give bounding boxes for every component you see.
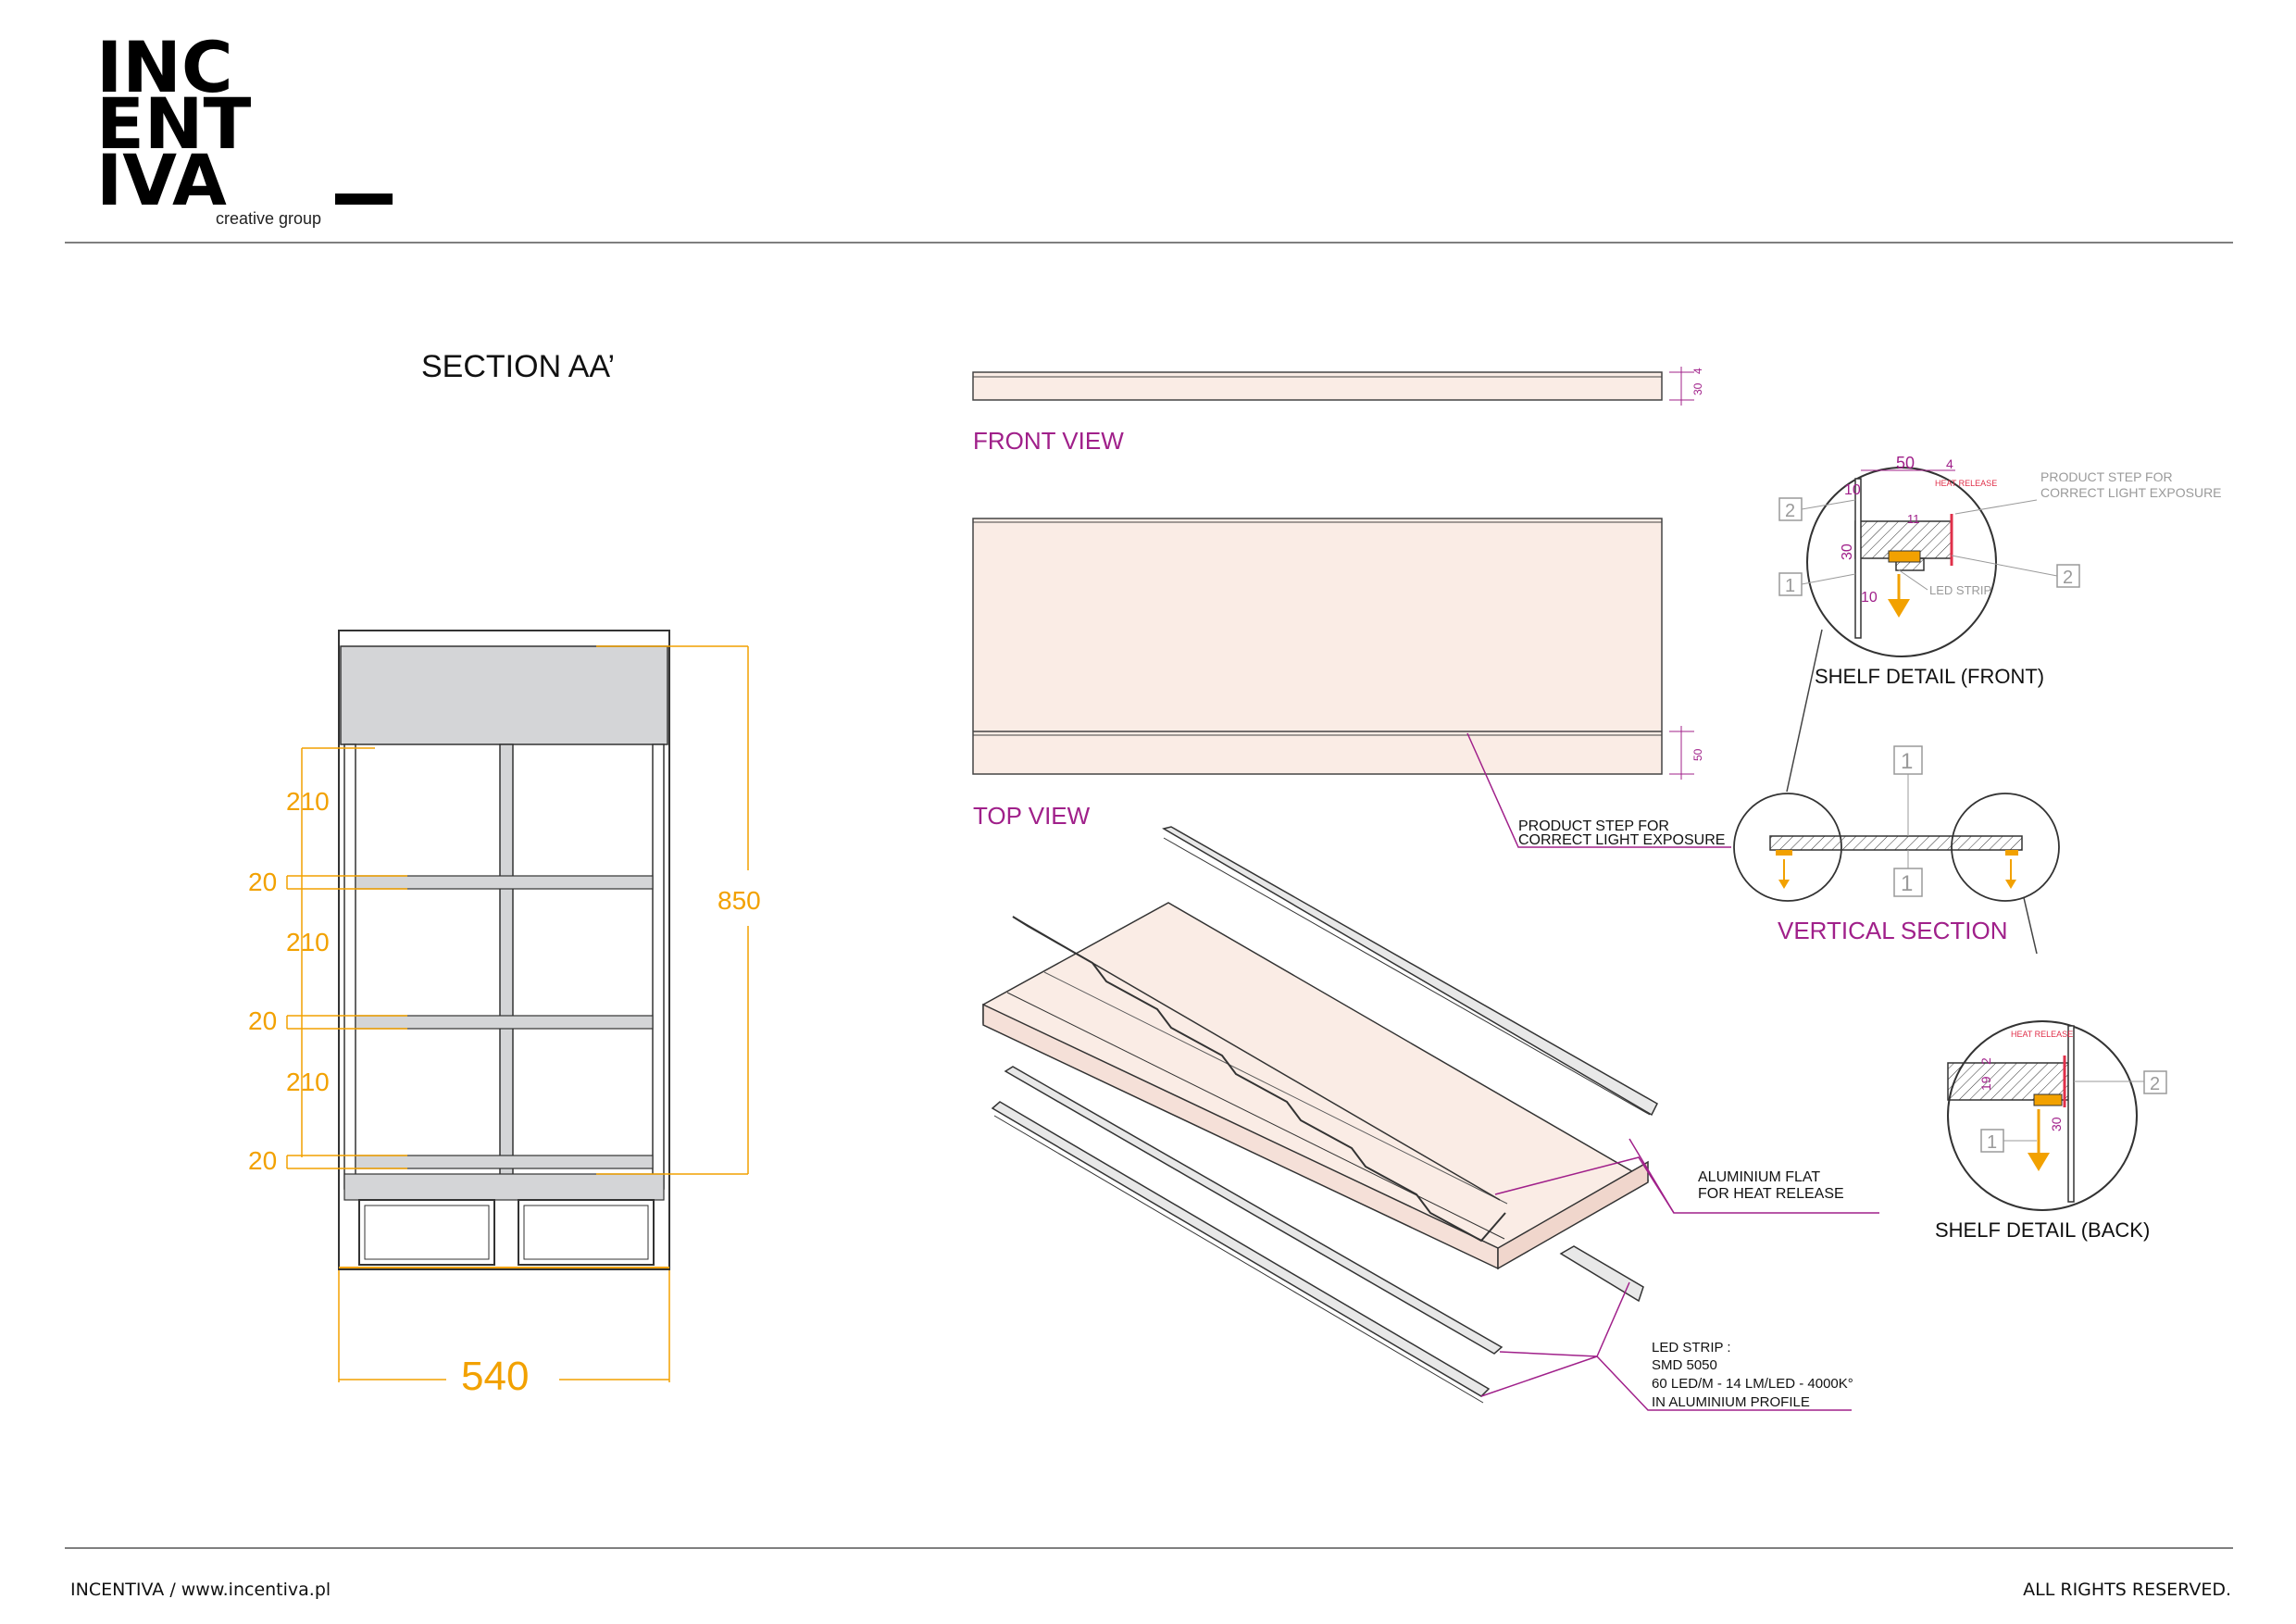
dim-20-a: 20	[248, 868, 277, 896]
section-title: SECTION AA’	[421, 349, 615, 384]
brand-logo: INC ENT IVA creative group	[96, 26, 393, 228]
detail-front-product-step-2: CORRECT LIGHT EXPOSURE	[2040, 485, 2222, 500]
top-view-label: TOP VIEW	[973, 802, 1091, 830]
dim-540: 540	[461, 1354, 529, 1399]
led-note-2: SMD 5050	[1652, 1357, 1717, 1373]
cabinet-top-block	[340, 645, 668, 745]
shelf-detail-front: 50 4 10 30 10 11 HEAT RELEASE PRODUCT ST…	[1778, 454, 2222, 688]
vertical-section: 1 1 VERTICAL SECTION	[1733, 745, 2060, 944]
front-dim-4: 4	[1691, 368, 1704, 374]
led-note-1: LED STRIP :	[1652, 1340, 1731, 1355]
notched-bracket	[1012, 916, 1506, 1243]
footer-website: INCENTIVA / www.incentiva.pl	[70, 1580, 331, 1600]
product-step-note-1: PRODUCT STEP FOR	[1518, 818, 1669, 834]
shelf-1	[355, 875, 654, 890]
shelf-detail-back: HEAT RELEASE 2 19 30 2 1 SHELF DETAIL (B…	[1935, 1020, 2167, 1242]
detail-back-dim-19: 19	[1978, 1076, 1993, 1091]
right-wall	[652, 743, 665, 1190]
logo-line-1: INC	[96, 26, 233, 108]
exploded-shelf-view: ALUMINIUM FLAT FOR HEAT RELEASE LED STRI…	[982, 826, 1879, 1411]
detail-front-heat-release: HEAT RELEASE	[1935, 479, 1997, 488]
dim-850: 850	[718, 886, 761, 915]
detail-back-heat-release: HEAT RELEASE	[2011, 1030, 2073, 1039]
shelf-3	[355, 1155, 654, 1169]
dim-210-a: 210	[286, 787, 330, 816]
left-wall	[343, 743, 356, 1190]
detail-front-tag-1: 1	[1785, 576, 1795, 596]
vertical-section-shelf	[1769, 835, 2023, 851]
led-strip-a	[1004, 1066, 1504, 1355]
top-view: 50 TOP VIEW PRODUCT STEP FOR CORRECT LIG…	[972, 518, 1731, 848]
logo-line-3: IVA	[96, 139, 227, 221]
detail-front-tag-2b: 2	[2063, 568, 2073, 588]
logo-line-2: ENT	[96, 82, 252, 165]
logo-bar	[335, 194, 393, 205]
detail-front-dim-11: 11	[1907, 512, 1920, 526]
section-dimensions: 210 20 210 20 210 20 850 540	[248, 645, 761, 1399]
detail-front-dim-10a: 10	[1844, 482, 1861, 498]
detail-front-dim-10b: 10	[1861, 590, 1878, 606]
led-note-3: 60 LED/M - 14 LM/LED - 4000K°	[1652, 1376, 1853, 1392]
center-post	[499, 743, 514, 1190]
shelf-2	[355, 1015, 654, 1030]
drawer-right	[518, 1199, 655, 1266]
detail-back-dim-2: 2	[1978, 1057, 1993, 1065]
shelf-detail-front-title: SHELF DETAIL (FRONT)	[1815, 665, 2044, 688]
section-aa-drawing	[338, 630, 670, 1270]
detail-back-dim-30: 30	[2049, 1117, 2064, 1131]
dim-20-b: 20	[248, 1006, 277, 1035]
led-profile-c	[1559, 1245, 1644, 1303]
detail-front-led-label: LED STRIP	[1929, 583, 1991, 597]
logo-tagline: creative group	[216, 209, 321, 228]
vertical-tag-1b: 1	[1901, 871, 1913, 896]
product-step-note-2: CORRECT LIGHT EXPOSURE	[1518, 832, 1725, 848]
front-view-label: FRONT VIEW	[973, 427, 1124, 455]
light-arrow-front	[1888, 599, 1910, 618]
plinth-beam	[343, 1173, 665, 1201]
top-view-panel	[972, 518, 1663, 775]
detail-back-shelf-hatch	[1947, 1062, 2069, 1101]
front-view: 30 4 FRONT VIEW	[972, 367, 1704, 455]
detail-front-dim-50: 50	[1896, 454, 1915, 472]
detail-back-tag-1: 1	[1987, 1132, 1997, 1153]
top-dim-50: 50	[1691, 748, 1704, 761]
vertical-tag-1a: 1	[1901, 749, 1913, 774]
led-profile-b	[991, 1101, 1491, 1397]
aluminium-note-1: ALUMINIUM FLAT	[1698, 1169, 1820, 1185]
detail-front-dim-4: 4	[1946, 456, 1953, 471]
led-note-4: IN ALUMINIUM PROFILE	[1652, 1394, 1810, 1410]
detail-front-tag-2: 2	[1785, 501, 1795, 521]
vertical-section-title: VERTICAL SECTION	[1778, 917, 2008, 944]
detail-back-tag-2: 2	[2150, 1074, 2160, 1094]
light-arrow-back	[2028, 1153, 2050, 1171]
dim-210-b: 210	[286, 928, 330, 956]
aluminium-flat-strip	[1162, 826, 1658, 1117]
dim-210-c: 210	[286, 1068, 330, 1096]
aluminium-note-2: FOR HEAT RELEASE	[1698, 1186, 1844, 1202]
dim-20-c: 20	[248, 1146, 277, 1175]
front-dim-30: 30	[1691, 382, 1704, 395]
drawer-left	[358, 1199, 495, 1266]
detail-front-product-step-1: PRODUCT STEP FOR	[2040, 469, 2173, 484]
detail-front-dim-30: 30	[1840, 543, 1855, 560]
shelf-detail-back-title: SHELF DETAIL (BACK)	[1935, 1218, 2150, 1242]
footer-rights: ALL RIGHTS RESERVED.	[2023, 1580, 2231, 1600]
